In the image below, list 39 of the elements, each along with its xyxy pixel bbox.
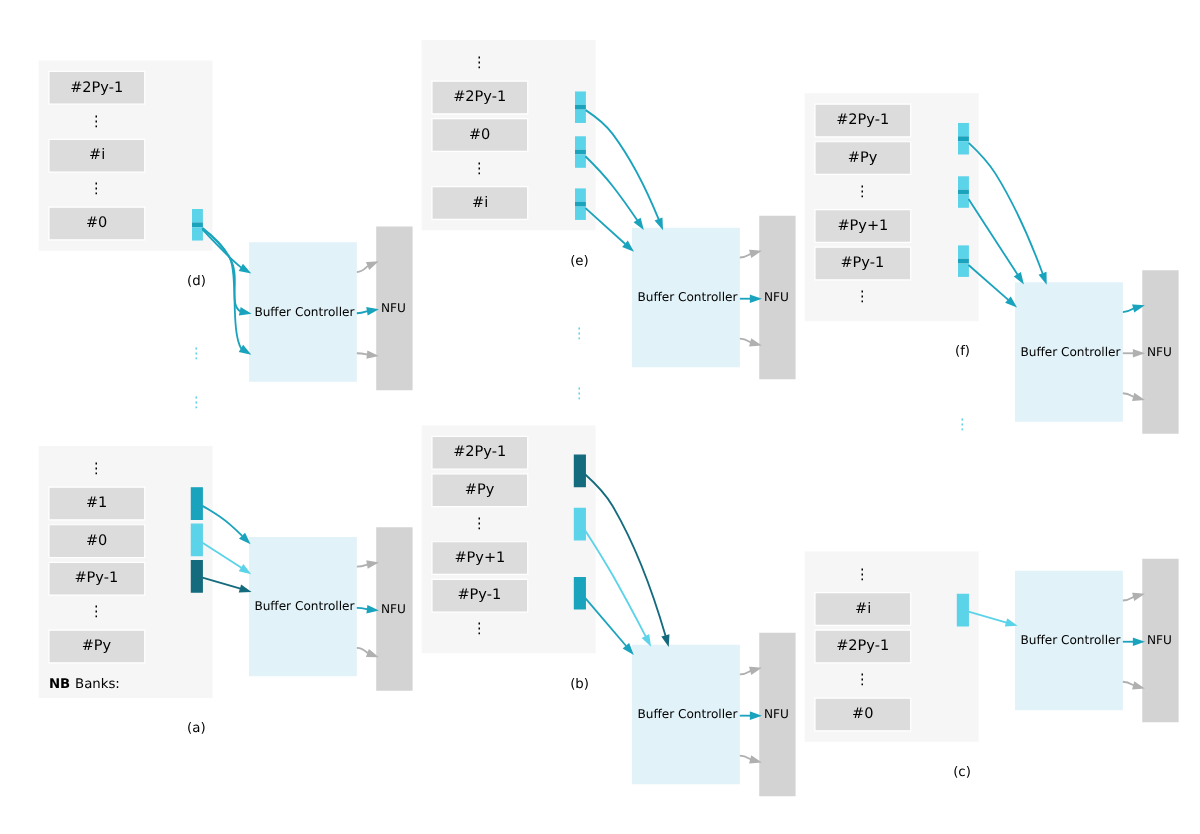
- node-bar: [573, 453, 586, 487]
- arrow: [355, 559, 379, 568]
- arrow: [738, 710, 762, 719]
- arrow: [1121, 348, 1145, 357]
- arrow: [967, 263, 1018, 307]
- arrow: [738, 665, 762, 675]
- node-bar: [190, 522, 203, 556]
- node-bar: [190, 486, 203, 519]
- arrow: [584, 472, 670, 646]
- arrow: [584, 108, 663, 230]
- cluster: [804, 92, 979, 321]
- arrow: [355, 306, 379, 315]
- cluster: [804, 550, 979, 741]
- cluster: [38, 59, 213, 250]
- arrow: [201, 540, 252, 574]
- node-bar: [956, 592, 969, 626]
- arrow: [584, 154, 644, 230]
- arrow: [355, 645, 379, 657]
- arrow: [584, 596, 634, 654]
- arrow: [967, 140, 1047, 284]
- arrow: [201, 226, 252, 315]
- arrow: [738, 248, 762, 258]
- cluster: [421, 38, 596, 230]
- arrow: [584, 528, 652, 646]
- arrow: [967, 197, 1024, 284]
- arrow: [355, 603, 379, 613]
- arrow: [1121, 636, 1145, 645]
- arrow: [967, 609, 1018, 626]
- cluster: [421, 424, 596, 653]
- arrow: [201, 575, 252, 592]
- node-bar: [573, 506, 586, 540]
- arrow: [738, 753, 762, 763]
- node-bar: [573, 575, 586, 609]
- arrow: [738, 293, 762, 302]
- arrow: [201, 226, 252, 354]
- arrow: [584, 206, 634, 251]
- arrow: [201, 227, 252, 273]
- arrow: [201, 503, 251, 544]
- node-bar: [190, 558, 203, 592]
